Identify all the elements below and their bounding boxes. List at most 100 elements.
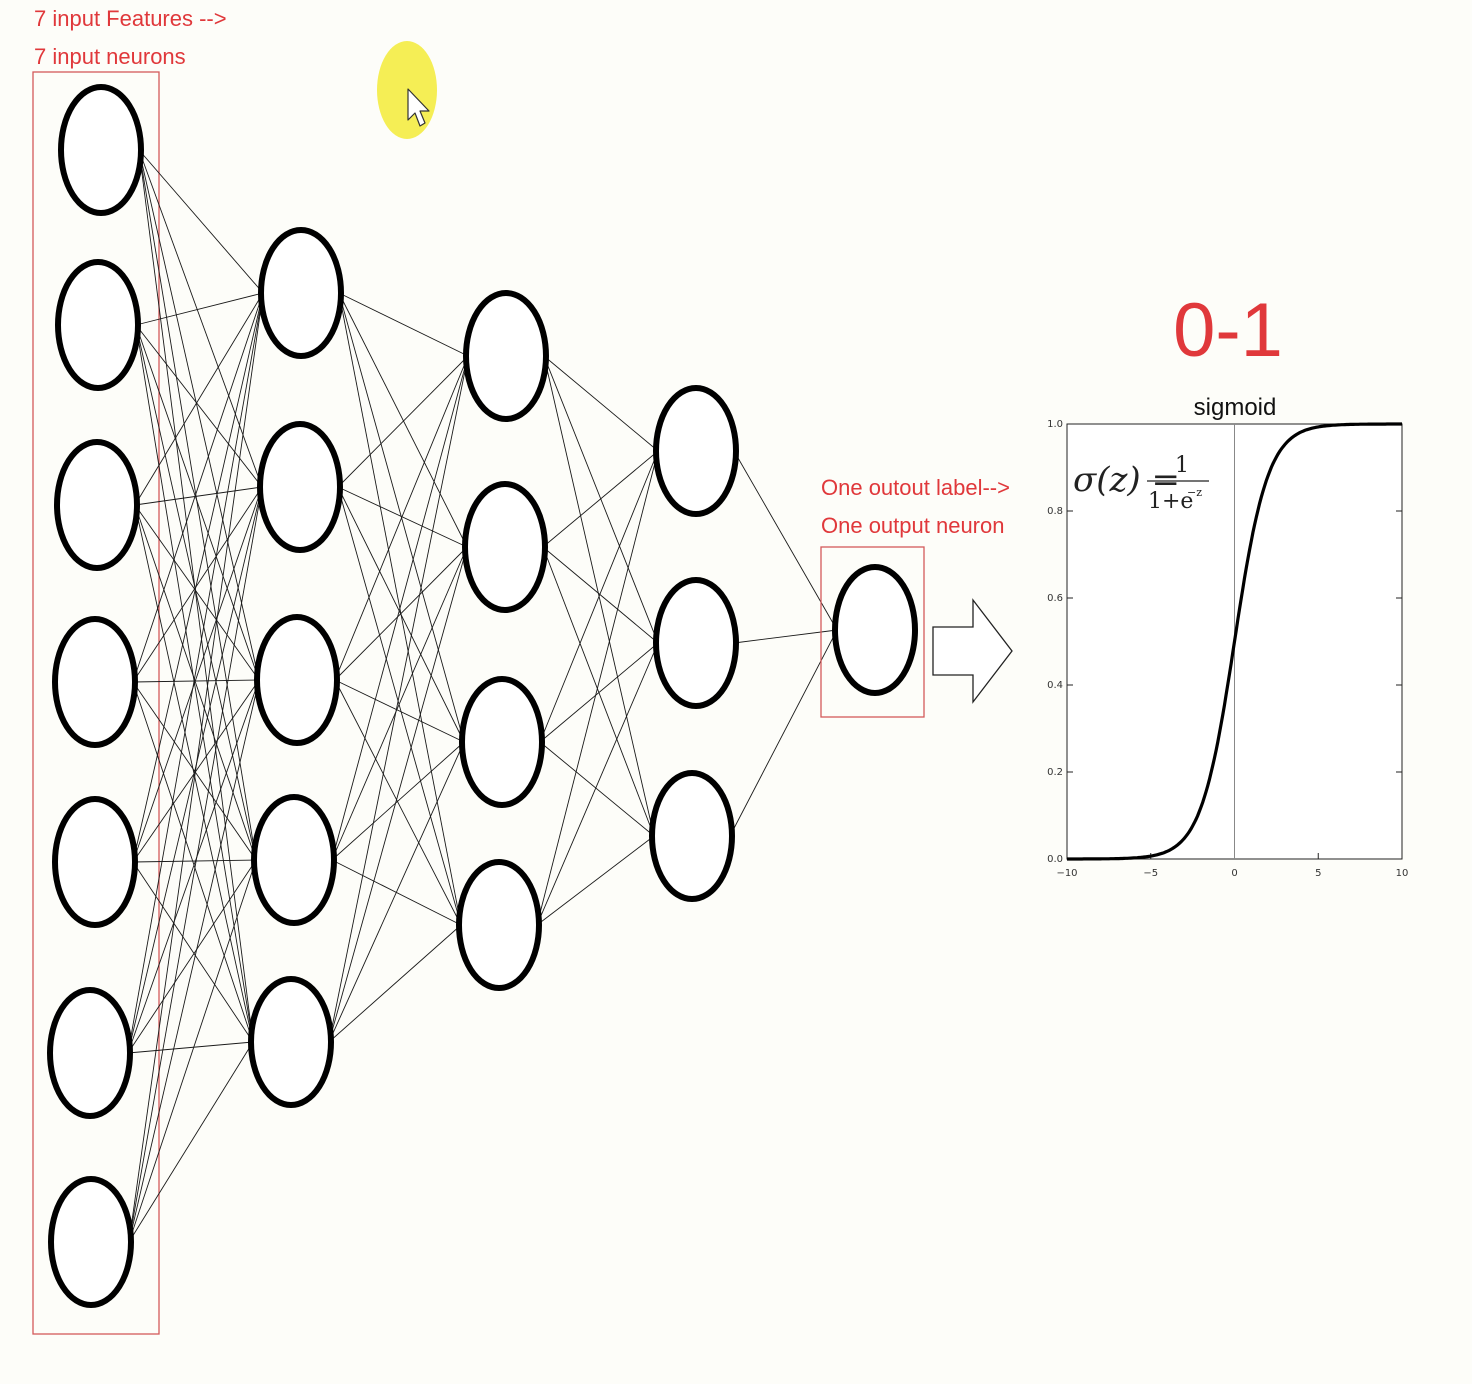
- neuron-layer1-6: [47, 987, 133, 1119]
- connection-l1-5-3: [132, 679, 260, 863]
- connection-l1-2-2: [135, 324, 263, 488]
- y-tick-label: 0.8: [1047, 506, 1063, 517]
- connection-l3-3-2: [539, 642, 659, 743]
- connection-l3-4-1: [536, 450, 659, 926]
- input-layer-box: [32, 71, 160, 1335]
- connection-l1-7-3: [128, 679, 260, 1243]
- right-arrow-icon: [932, 598, 1013, 704]
- y-tick-label: 0.6: [1047, 593, 1063, 604]
- neuron-layer2-1: [258, 227, 344, 359]
- x-tick-label: −5: [1143, 868, 1158, 879]
- neuron-layer1-3: [54, 439, 140, 571]
- neuron-layer5-1: [832, 564, 918, 696]
- range-label: 0-1: [1173, 288, 1283, 373]
- sigmoid-curve: [1067, 422, 1402, 861]
- connection-l1-5-4: [132, 859, 257, 863]
- connection-l1-5-1: [132, 292, 264, 863]
- connection-l3-4-3: [536, 835, 655, 926]
- connection-l1-7-5: [128, 1041, 254, 1243]
- connection-l1-6-5: [127, 1041, 254, 1054]
- mouse-pointer-icon: [407, 88, 430, 127]
- output-label-annotation: One outout label-->: [821, 475, 1010, 500]
- y-tick-label: 0.0: [1047, 854, 1063, 865]
- connection-l2-2-3: [337, 486, 465, 743]
- connection-l3-2-3: [542, 546, 655, 837]
- connection-l3-1-1: [543, 355, 659, 452]
- formula-lhs: σ(z) =: [1073, 460, 1180, 500]
- neuron-layer3-3: [459, 676, 545, 808]
- connection-l1-1-4: [138, 149, 257, 861]
- connection-l1-1-2: [138, 149, 263, 488]
- neuron-layer4-2: [653, 577, 739, 709]
- connection-l1-5-2: [132, 486, 263, 863]
- connection-l3-2-2: [542, 546, 659, 644]
- neuron-layer1-1: [58, 84, 144, 216]
- neuron-layer1-5: [52, 796, 138, 928]
- connection-l2-2-1: [337, 355, 469, 488]
- connection-l1-3-4: [134, 504, 257, 861]
- neuron-layer2-4: [251, 794, 337, 926]
- connection-l3-3-1: [539, 450, 659, 743]
- connection-l1-7-4: [128, 859, 257, 1243]
- connection-l4-1-1: [733, 450, 838, 631]
- connection-l2-3-3: [334, 679, 465, 743]
- connection-l2-2-4: [337, 486, 462, 926]
- connection-l2-4-2: [331, 546, 468, 861]
- connection-l2-4-1: [331, 355, 469, 861]
- connection-l2-5-1: [328, 355, 469, 1043]
- connection-l2-4-3: [331, 741, 465, 861]
- connection-l3-1-2: [543, 355, 659, 644]
- y-tick-label: 0.4: [1047, 680, 1063, 691]
- input-neurons-label: 7 input neurons: [34, 44, 186, 69]
- y-tick-label: 1.0: [1047, 419, 1063, 430]
- connection-l1-4-3: [132, 679, 260, 683]
- output-neuron-annotation: One output neuron: [821, 513, 1004, 538]
- connection-l1-7-2: [128, 486, 263, 1243]
- formula-exponent: −z: [1187, 486, 1202, 499]
- connection-l2-1-1: [338, 292, 469, 357]
- connection-l1-6-3: [127, 679, 260, 1054]
- x-tick-label: 10: [1396, 868, 1409, 879]
- connection-l2-1-2: [338, 292, 468, 548]
- connection-l1-1-1: [138, 149, 264, 294]
- connection-l4-3-1: [729, 629, 838, 837]
- neuron-layer3-4: [456, 859, 542, 991]
- connection-l2-3-2: [334, 546, 468, 681]
- connection-l1-3-3: [134, 504, 260, 681]
- x-tick-label: −10: [1056, 868, 1077, 879]
- connection-l1-6-2: [127, 486, 263, 1054]
- connection-l3-4-2: [536, 642, 659, 926]
- connection-l1-2-4: [135, 324, 257, 861]
- output-layer-box: [820, 546, 925, 718]
- connection-l1-3-2: [134, 486, 263, 506]
- neuron-layer2-3: [254, 614, 340, 746]
- connection-l1-4-5: [132, 681, 254, 1043]
- connection-l3-2-1: [542, 450, 659, 548]
- connection-l1-5-5: [132, 861, 254, 1043]
- connection-l2-3-1: [334, 355, 469, 681]
- connection-l1-2-1: [135, 292, 264, 326]
- formula-denominator: 1+e: [1148, 489, 1193, 514]
- neuron-layer2-2: [257, 421, 343, 553]
- connection-l2-5-2: [328, 546, 468, 1043]
- input-features-label: 7 input Features -->: [34, 6, 227, 31]
- connection-l1-1-3: [138, 149, 260, 681]
- neuron-layer3-1: [463, 290, 549, 422]
- sigmoid-formula: σ(z) = 1 1+e −z: [1073, 453, 1209, 514]
- x-tick-label: 0: [1231, 868, 1237, 879]
- connection-l1-6-4: [127, 859, 257, 1054]
- connections: [127, 149, 838, 1243]
- connection-l4-2-1: [733, 629, 838, 644]
- chart-title: sigmoid: [1194, 394, 1277, 421]
- connection-l1-4-1: [132, 292, 264, 683]
- connection-l1-3-1: [134, 292, 264, 506]
- neuron-layer3-2: [462, 481, 548, 613]
- connection-l1-6-1: [127, 292, 264, 1054]
- neuron-layer2-5: [248, 976, 334, 1108]
- connection-l3-3-3: [539, 741, 655, 837]
- connection-l2-5-3: [328, 741, 465, 1043]
- neuron-layer1-4: [52, 616, 138, 748]
